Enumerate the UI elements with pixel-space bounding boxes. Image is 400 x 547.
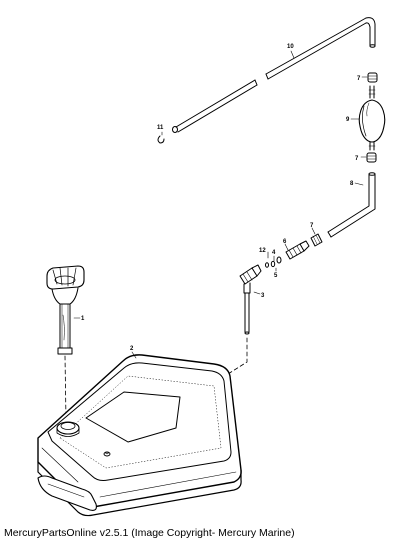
- callout-primer-bulb: 9: [346, 117, 350, 123]
- fuel-hose-lower: [327, 172, 376, 238]
- callout-clamp-upper: 7: [357, 76, 361, 82]
- callout-hose-bottom: 8: [350, 181, 354, 187]
- callout-tie-strap: 11: [157, 125, 164, 131]
- callout-elbow: 3: [261, 293, 265, 299]
- primer-bulb: [350, 85, 386, 151]
- tie-strap: [157, 131, 165, 144]
- callout-oring-large: 5: [274, 273, 278, 279]
- fuel-tank-exploded-diagram: 10 11 7 9 7 8 7 6 4 5 12 3 1 2: [37, 17, 386, 517]
- fuel-hose-upper: [172, 17, 376, 133]
- callout-connector: 6: [283, 239, 287, 245]
- hose-clamp-lower: [360, 152, 377, 163]
- connector-clamp: [310, 227, 323, 247]
- elbow-fitting: [239, 264, 262, 335]
- callout-hose-top: 10: [287, 44, 294, 50]
- fuel-gauge: [46, 265, 85, 355]
- callout-labels: 10 11 7 9 7 8 7 6 4 5 12 3 1 2: [81, 44, 361, 352]
- callout-tank: 2: [130, 346, 134, 352]
- callout-washer: 12: [259, 248, 266, 254]
- hose-clamp-upper: [361, 72, 378, 83]
- o-rings: [265, 251, 282, 272]
- callout-fuel-gauge: 1: [81, 316, 85, 322]
- image-caption: MercuryPartsOnline v2.5.1 (Image Copyrig…: [4, 527, 295, 539]
- callout-connector-clamp: 7: [310, 223, 314, 229]
- callout-oring-small: 4: [272, 250, 276, 256]
- connector-fitting: [284, 240, 310, 260]
- callout-clamp-lower: 7: [355, 156, 359, 162]
- fuel-tank: [37, 351, 242, 517]
